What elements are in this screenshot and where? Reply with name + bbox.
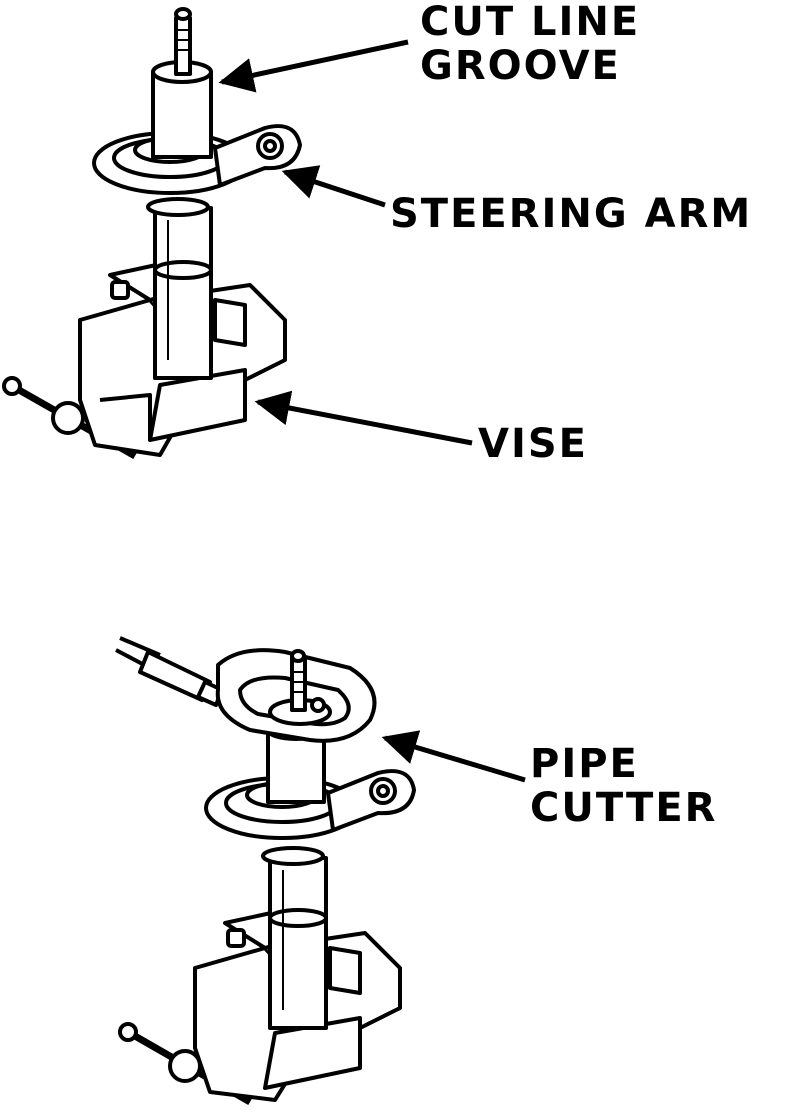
- cut-line-groove-label-line2: GROOVE: [420, 43, 621, 89]
- bottom-leader-arrows: [381, 730, 526, 783]
- strut-lower-tube-bottom: [268, 856, 328, 1030]
- top-leader-arrows: [218, 39, 473, 446]
- vise-label: VISE: [478, 421, 588, 467]
- cut-line-groove-label-line1: CUT LINE: [420, 0, 641, 45]
- strut-in-vise-illustration: [2, 7, 302, 460]
- cut-line-groove-label: CUT LINE GROOVE: [420, 0, 640, 88]
- steering-arm-label: STEERING ARM: [390, 191, 753, 237]
- pipe-cutter-label-line2: CUTTER: [530, 785, 718, 831]
- vise-body-bottom: [193, 908, 402, 1102]
- pipe-cutter: [115, 636, 377, 743]
- strut-with-pipe-cutter-illustration: [115, 636, 416, 1106]
- steering-arm: [213, 124, 302, 187]
- strut-upper-tube: [151, 7, 213, 159]
- steering-arm-arrow: [281, 165, 386, 208]
- steering-arm-bottom: [326, 769, 416, 832]
- strut-lower-tube: [153, 206, 213, 380]
- pipe-cutter-label: PIPE CUTTER: [530, 742, 717, 830]
- vise-arrow: [254, 390, 473, 446]
- pipe-cutter-arrow: [381, 730, 526, 783]
- pipe-cutter-label-line1: PIPE: [530, 741, 639, 787]
- cut-line-groove-arrow: [218, 39, 409, 93]
